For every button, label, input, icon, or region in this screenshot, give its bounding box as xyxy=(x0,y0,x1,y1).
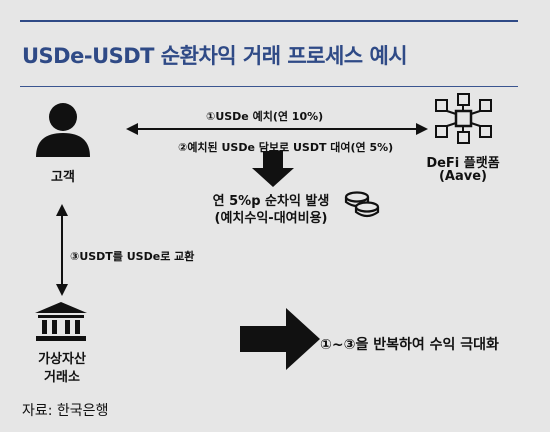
customer-exchange-arrow xyxy=(55,204,69,296)
repeat-right-arrow xyxy=(240,308,320,370)
profit-down-arrow xyxy=(252,151,294,187)
customer-label: 고객 xyxy=(51,170,75,185)
page-title: USDe-USDT 순환차익 거래 프로세스 예시 xyxy=(22,44,408,68)
customer-defi-arrow xyxy=(126,122,428,136)
repeat-label: ①~③을 반복하여 수익 극대화 xyxy=(320,337,499,353)
coins-icon xyxy=(343,190,381,218)
exchange-label-line2: 거래소 xyxy=(44,370,80,385)
step1-label: ①USDe 예치(연 10%) xyxy=(206,110,324,123)
title-underline xyxy=(20,86,518,87)
source-note: 자료: 한국은행 xyxy=(22,403,109,419)
profit-line1: 연 5%p 순차익 발생 xyxy=(212,194,330,209)
person-icon xyxy=(34,100,92,158)
profit-line2: (예치수익-대여비용) xyxy=(214,211,328,226)
bank-icon xyxy=(34,302,88,342)
blockchain-icon xyxy=(432,92,496,146)
top-rule xyxy=(20,20,518,22)
exchange-label-line1: 가상자산 xyxy=(38,352,86,367)
step2-label: ②예치된 USDe 담보로 USDT 대여(연 5%) xyxy=(178,141,394,154)
defi-label-line2: (Aave) xyxy=(438,169,487,184)
defi-label-line1: DeFi 플랫폼 xyxy=(426,156,500,171)
step3-label: ③USDT를 USDe로 교환 xyxy=(70,250,195,263)
